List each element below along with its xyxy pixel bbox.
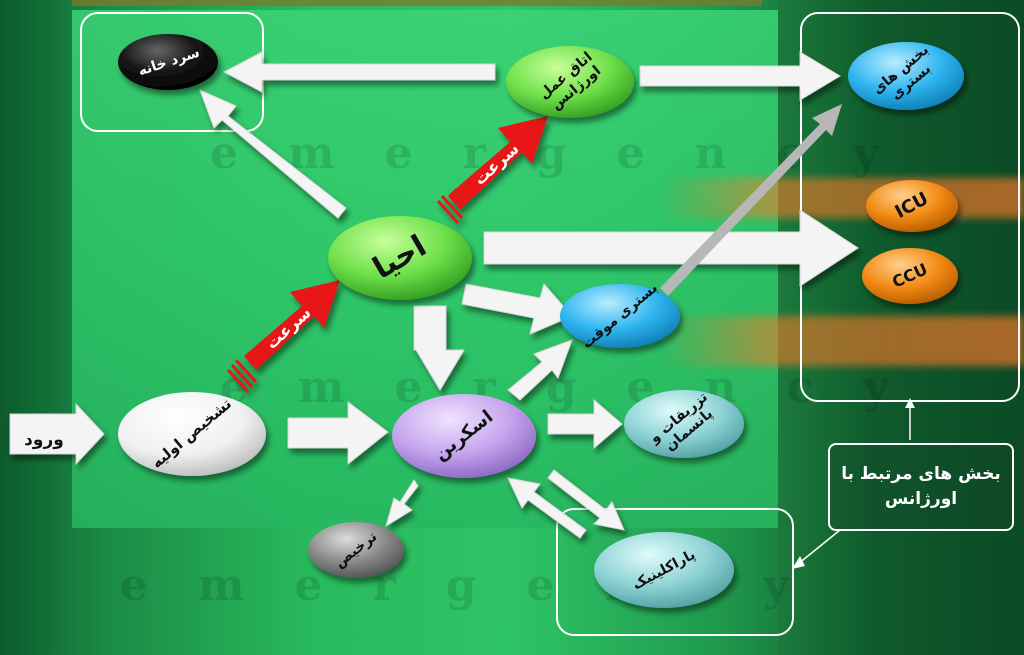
node-temp-admission <box>560 284 680 348</box>
speed-arrow-lower <box>226 280 340 394</box>
arrow-entry-to-triage <box>9 402 105 466</box>
node-resuscitation <box>328 216 472 300</box>
related-departments-label: بخش های مرتبط با اورژانس <box>828 443 1014 531</box>
node-ccu <box>862 248 958 304</box>
background-glow-band <box>660 316 1024 366</box>
arrow-screening-to-polyclinic <box>547 469 625 531</box>
arrow-or-to-wards <box>639 51 841 101</box>
arrow-resus-to-temp <box>461 282 573 335</box>
node-injections <box>624 390 744 458</box>
speed-label-lower: سرعت <box>262 303 315 353</box>
arrow-resus-to-cold-room <box>199 89 347 219</box>
node-cold-room <box>118 34 218 90</box>
entry-label: ورود <box>24 430 64 450</box>
arrow-polyclinic-to-screening <box>507 477 587 539</box>
connector-line-polyclinic <box>797 529 841 565</box>
node-or-emergency <box>506 46 634 118</box>
arrow-screening-to-temp <box>507 339 573 401</box>
background-glow-band <box>660 178 1024 218</box>
speed-label-upper: سرعت <box>470 139 523 189</box>
group-box-polyclinic <box>556 508 794 636</box>
node-inpatient-wards <box>848 42 964 110</box>
connector-arrowhead <box>905 398 915 408</box>
arrow-resus-to-screening <box>413 305 465 391</box>
node-polyclinic <box>594 532 734 608</box>
arrow-or-to-cold-room <box>222 51 496 93</box>
speed-arrow-upper <box>436 116 548 225</box>
node-triage <box>118 392 266 476</box>
arrow-screening-to-injections <box>547 398 623 450</box>
node-icu <box>866 180 958 232</box>
arrow-screening-to-discharge <box>385 479 419 528</box>
arrow-resus-to-icu <box>483 209 859 287</box>
background-top-bar <box>72 0 762 6</box>
arrow-temp-to-wards <box>660 104 842 296</box>
node-screening <box>392 394 536 478</box>
background-watermark: emergency <box>210 128 929 179</box>
connector-arrowhead <box>792 556 805 569</box>
node-discharge <box>308 522 404 578</box>
arrow-triage-to-screening <box>287 401 389 466</box>
